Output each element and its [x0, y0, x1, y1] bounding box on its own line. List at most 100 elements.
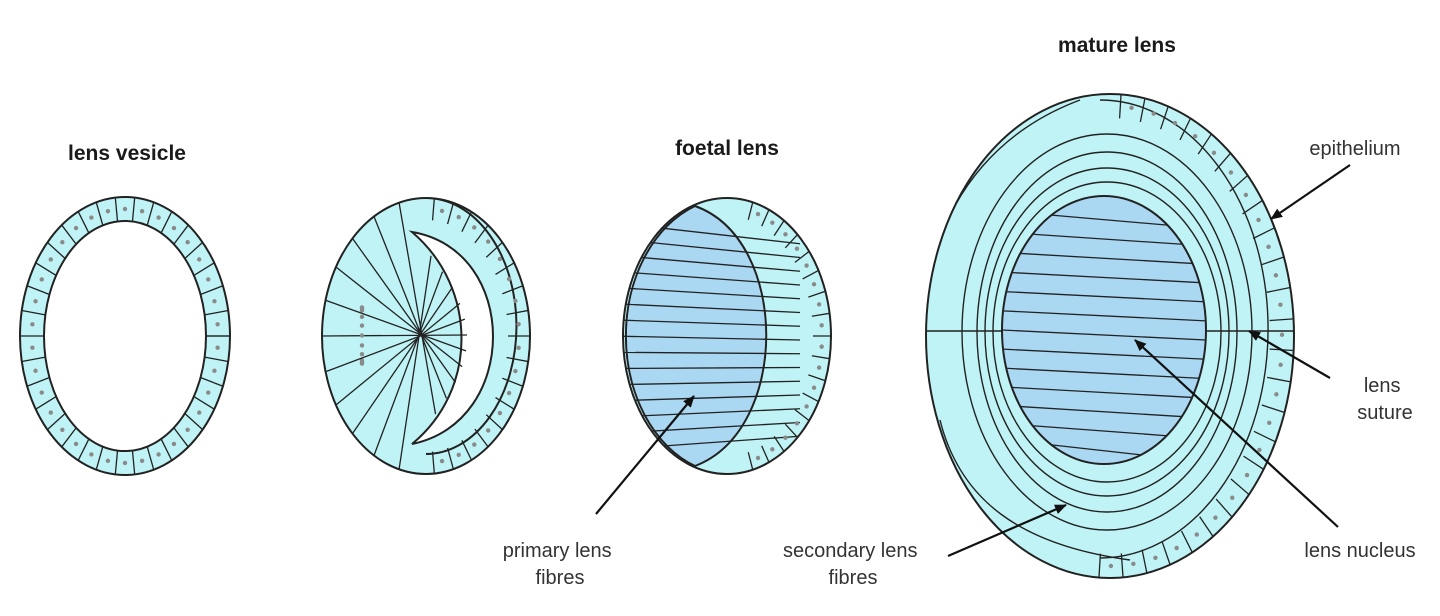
vesicle-cell-divider [173, 224, 189, 245]
foetal-epithelium-cell-divider [808, 374, 826, 382]
mature-lens-stage: mature lens [925, 34, 1295, 579]
mature-epithelium-cell-divider [1269, 318, 1294, 322]
elongating-cell-divider [485, 414, 503, 431]
foetal-fibre-line [623, 254, 801, 272]
mature-epithelium-cell-nucleus-dot [1279, 332, 1285, 337]
vesicle-cell-divider [61, 224, 77, 245]
vesicle-cell-divider [95, 202, 104, 226]
elongating-cell-nucleus-dot [506, 390, 512, 396]
nucleus-fibre-line [1051, 214, 1168, 226]
elongating-cell-divider [474, 224, 489, 244]
vesicle-cell-nucleus-dot [60, 239, 65, 245]
elongating-cell-nucleus-dot [456, 214, 461, 220]
epithelium-arrow [1270, 164, 1351, 220]
mature-epithelium-cell-divider [1266, 376, 1291, 383]
mature-epithelium-cell-divider [1159, 106, 1169, 130]
elongating-cell-divider [506, 356, 529, 363]
secondary-fibre-arc-bottom [939, 419, 1131, 561]
lens-nucleus-body [1001, 195, 1207, 465]
foetal-epithelium-cell-divider [784, 234, 799, 249]
foetal-epithelium-cell-nucleus-dot [811, 385, 817, 390]
foetal-epithelium-cell-divider [794, 250, 810, 263]
elongating-fibre-line [325, 318, 466, 373]
vesicle-cell-divider [184, 241, 204, 260]
vesicle-cell-divider [193, 395, 215, 410]
elongating-fibre-nucleus-dot [359, 361, 365, 366]
mature-epithelium-cell-nucleus-dot [1274, 392, 1279, 397]
mature-epithelium-cell-divider [1261, 404, 1285, 414]
nucleus-fibre-line [1001, 329, 1206, 341]
elongating-fibre-line [373, 271, 444, 456]
mature-epithelium-cell-nucleus-dot [1266, 244, 1271, 250]
vesicle-cell-nucleus-dot [197, 257, 202, 262]
mature-epithelium-cell-divider [1120, 553, 1124, 578]
mature-epithelium-cell-nucleus-dot [1131, 561, 1136, 567]
lens-nucleus [1001, 195, 1207, 465]
mature-epithelium-cell-nucleus-dot [1267, 420, 1272, 426]
elongating-epithelium-band [425, 198, 518, 455]
mature-epithelium-cell-divider [1180, 530, 1193, 553]
foetal-epithelium-cell-divider [761, 209, 770, 227]
foetal-epithelium-cell-divider [794, 409, 810, 422]
elongating-fibre-line [398, 255, 432, 470]
elongating-cell-nucleus-dot [497, 256, 503, 262]
primary-fibres-annotation: primary lens fibres [503, 395, 695, 589]
mature-epithelium-cell-divider [1230, 478, 1250, 496]
elongating-cell-divider [461, 440, 473, 461]
elongating-cell-nucleus-dot [516, 345, 521, 351]
vesicle-cell-nucleus-dot [122, 460, 128, 466]
foetal-lens-title: foetal lens [675, 137, 779, 160]
vesicle-cell-divider [95, 446, 104, 470]
vesicle-cell-divider [204, 309, 229, 316]
elongating-fibre-nucleus-dot [359, 306, 365, 311]
foetal-fibre-line [623, 394, 801, 402]
elongating-fibre-line [325, 299, 467, 352]
vesicle-cell-nucleus-dot [197, 410, 202, 415]
vesicle-cell-nucleus-dot [73, 225, 79, 231]
mature-lens-title: mature lens [1058, 34, 1176, 57]
mature-epithelium-cell-divider [1199, 516, 1214, 537]
elongating-fibre-line [335, 266, 463, 368]
vesicle-cell-nucleus-dot [206, 277, 211, 282]
lens-vesicle-cells [20, 197, 230, 475]
elongating-cell-divider [495, 396, 515, 410]
vesicle-cell-divider [35, 262, 57, 277]
elongating-cell-nucleus-dot [506, 276, 512, 282]
vesicle-cell-divider [114, 197, 119, 222]
mature-epithelium-cell-nucleus-dot [1230, 495, 1235, 500]
vesicle-cell-divider [46, 412, 66, 431]
mature-epithelium-cell-divider [1161, 541, 1171, 565]
primary-fibres-label: primary lens fibres [503, 540, 617, 589]
elongating-fibre-nucleus-dot [359, 323, 365, 328]
mature-epithelium-cell-nucleus-dot [1244, 472, 1250, 478]
vesicle-cell-divider [204, 356, 229, 363]
mature-epithelium-cell-divider [1141, 549, 1148, 574]
mature-epithelium-cell-divider [1253, 430, 1276, 443]
secondary-fibre-ring [984, 167, 1230, 497]
mature-epithelium-cell-nucleus-dot [1153, 555, 1158, 561]
vesicle-cell-nucleus-dot [206, 390, 211, 395]
foetal-fibre-line [623, 319, 801, 327]
elongating-fibre-nucleus-dot [359, 343, 365, 348]
vesicle-cell-nucleus-dot [212, 299, 217, 304]
mature-epithelium-cell-nucleus-dot [1213, 515, 1218, 520]
vesicle-cell-nucleus-dot [185, 427, 190, 433]
foetal-epithelium-cell-divider [761, 445, 770, 463]
mature-epithelium-cell-divider [1261, 256, 1285, 266]
vesicle-cell-divider [131, 450, 136, 475]
vesicle-cell-nucleus-dot [89, 452, 94, 457]
lens-nucleus-label: lens nucleus [1304, 540, 1415, 562]
vesicle-cell-divider [77, 438, 90, 461]
nucleus-fibre-line [1020, 405, 1182, 418]
nucleus-fibre-line [1032, 425, 1167, 437]
lens-nucleus-arrow [1134, 339, 1339, 528]
foetal-epithelium-cell-nucleus-dot [816, 365, 822, 370]
foetal-fibre-line [623, 302, 801, 314]
vesicle-cell-divider [46, 241, 66, 260]
elongating-cell-nucleus-dot [439, 208, 445, 214]
vesicle-cell-divider [200, 376, 224, 387]
vesicle-cell-nucleus-dot [33, 368, 38, 373]
vesicle-cell-nucleus-dot [105, 208, 111, 214]
elongating-fibre-line [351, 238, 456, 383]
elongating-fibre-lines [321, 202, 467, 470]
